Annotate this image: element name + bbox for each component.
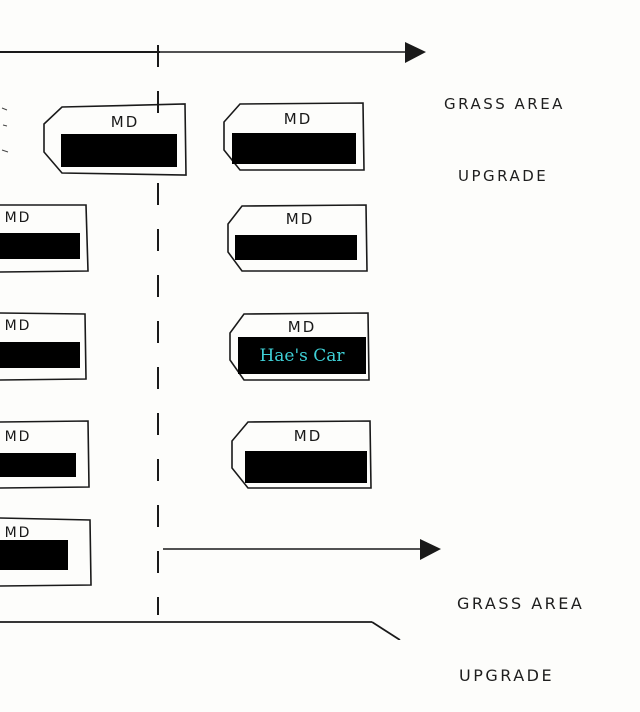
car-label: Hae's Car (259, 345, 345, 366)
space-label: MD (288, 318, 317, 336)
redaction-block (61, 134, 177, 167)
space-label: MD (294, 427, 323, 445)
parking-space-right-3: MD Hae's Car (229, 312, 370, 381)
redaction-block (235, 235, 357, 260)
redaction-block (245, 451, 367, 483)
note-line-2: UPGRADE (458, 167, 549, 185)
space-label: MD (284, 110, 313, 128)
redaction-block (0, 453, 76, 477)
redaction-block (0, 540, 68, 570)
parking-space-left-1: MD (43, 103, 187, 176)
space-label: MD (5, 525, 32, 541)
parking-space-left-5: MD (0, 517, 92, 587)
note-line-1: GRASS AREA (444, 95, 565, 113)
parking-space-right-2: MD (227, 204, 368, 272)
parking-space-left-2: MD (0, 204, 89, 273)
bottom-boundary-slant (371, 621, 401, 640)
parking-space-left-4: MD (0, 420, 90, 489)
bottom-grass-area-note: GRASS AREA UPGRADE (457, 544, 584, 712)
top-arrow-head-icon (405, 42, 426, 63)
top-grass-area-note: GRASS AREA UPGRADE (444, 44, 565, 212)
parking-diagram: MD MD MD MD MD MD MD MD (0, 42, 441, 640)
parking-space-left-3: MD (0, 312, 87, 381)
redaction-block (0, 233, 80, 259)
redaction-block (0, 342, 80, 368)
note-line-1: GRASS AREA (457, 594, 585, 613)
car-label-background (238, 337, 366, 374)
note-line-2: UPGRADE (459, 666, 555, 685)
space-label: MD (111, 113, 140, 131)
space-label: MD (5, 318, 32, 334)
stray-marks (1, 107, 9, 153)
redaction-block (232, 133, 356, 164)
space-label: MD (286, 210, 315, 228)
bottom-arrow-head-icon (420, 539, 441, 560)
parking-space-right-1: MD (223, 102, 365, 171)
space-label: MD (5, 429, 32, 445)
space-label: MD (5, 210, 32, 226)
parking-space-right-4: MD (231, 420, 372, 489)
